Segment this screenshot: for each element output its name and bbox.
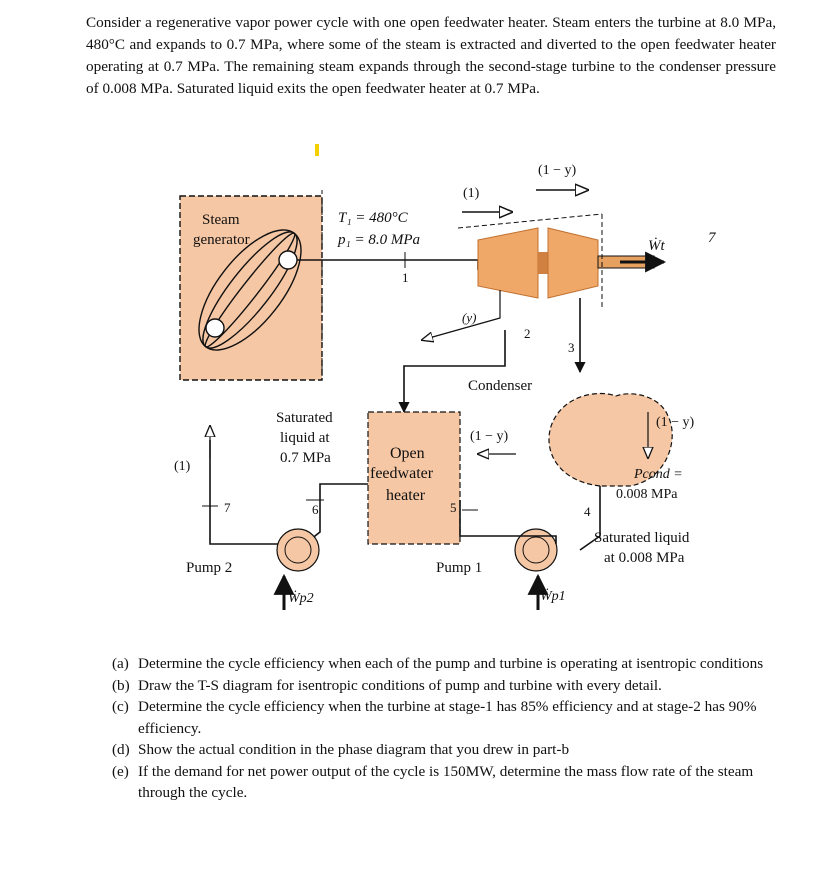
cycle-schematic: Steam generator T₁ = 480°C p₁ = 8.0 MPa …	[174, 144, 717, 610]
turbine-work-label: Ẇt	[648, 237, 665, 254]
question-d: (d)Show the actual condition in the phas…	[112, 741, 570, 758]
pump2-work-label: Ẇp2	[288, 589, 314, 606]
state1-pressure: p₁ = 8.0 MPa	[337, 232, 420, 248]
state1-temperature: T₁ = 480°C	[338, 210, 409, 226]
saturated-liquid-label-3: 0.7 MPa	[280, 450, 331, 466]
steam-generator-label-2: generator	[193, 232, 250, 248]
problem-statement: Consider a regenerative vapor power cycl…	[86, 14, 776, 97]
heater-to-pump2	[309, 483, 368, 541]
pump-2	[276, 528, 320, 572]
fwh-label-2: feedwater	[370, 465, 434, 482]
saturated-liquid-label-1: Saturated	[276, 410, 333, 426]
condenser	[548, 392, 673, 487]
extraction-to-heater	[398, 330, 506, 414]
condenser-pressure-2: 0.008 MPa	[616, 487, 678, 502]
flow-label-y: (y)	[462, 310, 476, 325]
steam-generator-label: Steam	[202, 212, 240, 228]
fwh-label-1: Open	[390, 445, 425, 462]
steam-line	[297, 259, 479, 270]
state-1-label: 1	[402, 270, 409, 285]
label-7-right: 7	[708, 230, 717, 246]
state-5-label: 5	[450, 500, 457, 515]
flow-label-1-minus-y-mid: (1 − y)	[470, 429, 509, 444]
state-4-label: 4	[584, 504, 591, 519]
extraction-line	[422, 290, 501, 340]
pump1-to-heater	[459, 500, 557, 544]
question-list: (a)Determine the cycle efficiency when e…	[112, 653, 787, 804]
open-feedwater-heater	[367, 411, 461, 545]
yellow-marker	[315, 144, 319, 156]
question-a: (a)Determine the cycle efficiency when e…	[112, 655, 764, 672]
pump-2-label: Pump 2	[186, 560, 232, 576]
flow-label-1-left: (1)	[174, 459, 191, 474]
question-e: (e)If the demand for net power output of…	[112, 762, 754, 802]
flow-label-1-minus-y-top: (1 − y)	[538, 163, 577, 178]
question-c: (c)Determine the cycle efficiency when t…	[112, 698, 757, 737]
state-3-label: 3	[568, 340, 575, 355]
feed-inlet-node	[205, 318, 225, 338]
state-2-label: 2	[524, 326, 531, 341]
saturated-liquid-cond-2: at 0.008 MPa	[604, 550, 685, 566]
steam-generator	[179, 195, 323, 381]
state-6-label: 6	[312, 502, 319, 517]
condenser-pressure-1: Pcond =	[633, 467, 683, 482]
flow-label-1-minus-y-right: (1 − y)	[656, 415, 695, 430]
saturated-liquid-cond-1: Saturated liquid	[594, 530, 690, 546]
fwh-label-3: heater	[386, 487, 426, 504]
pump-1	[514, 528, 558, 572]
steam-outlet-node	[278, 250, 298, 270]
state-7-label: 7	[224, 500, 231, 515]
flow-label-1-top: (1)	[463, 186, 480, 201]
pump-1-label: Pump 1	[436, 560, 482, 576]
pump1-work-label: Ẇp1	[540, 587, 566, 604]
saturated-liquid-label-2: liquid at	[280, 430, 330, 446]
feedwater-return-line	[209, 440, 278, 545]
question-b: (b)Draw the T-S diagram for isentropic c…	[112, 676, 662, 694]
condenser-label: Condenser	[468, 378, 532, 394]
condensate-line	[579, 486, 601, 551]
